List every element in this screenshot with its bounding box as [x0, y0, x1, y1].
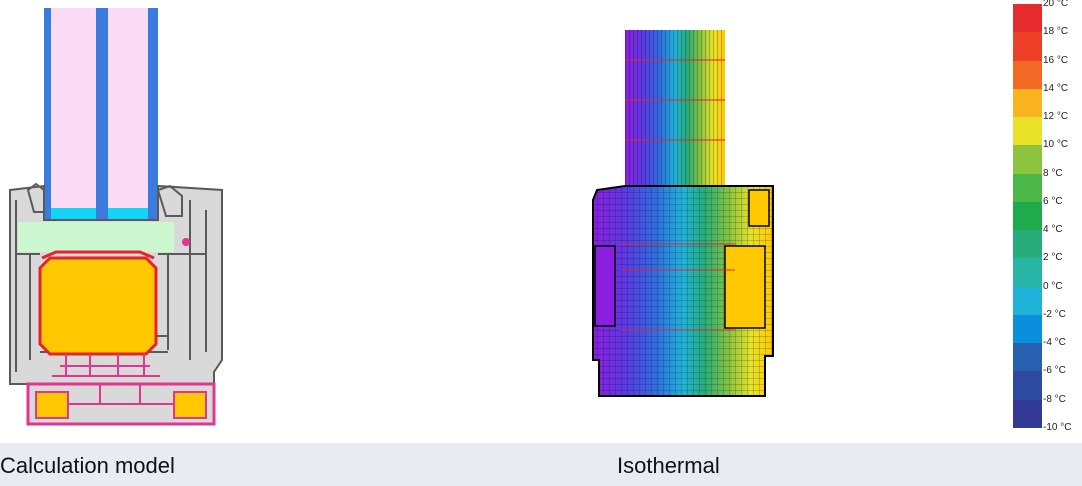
glass-edge-middle [96, 8, 108, 220]
legend-band [1013, 60, 1042, 90]
bottom-sill-chamber-left [35, 391, 69, 419]
legend-band [1013, 173, 1042, 203]
glass-pane-inner [108, 8, 148, 220]
legend-label: 0 °C [1043, 280, 1063, 292]
iso-red-isolines [621, 59, 735, 331]
bottom-sill-chamber-right [173, 391, 207, 419]
isothermal-diagram [592, 30, 774, 397]
legend-label: 12 °C [1043, 111, 1069, 123]
calculation-model-diagram [9, 8, 223, 426]
legend-band [1013, 4, 1042, 33]
legend-label: -10 °C [1043, 422, 1072, 433]
legend-label: -6 °C [1043, 365, 1066, 377]
gasket-band [18, 222, 174, 252]
steel-reinforcement [38, 256, 158, 356]
legend-label: 2 °C [1043, 252, 1063, 264]
legend-label: 10 °C [1043, 139, 1069, 151]
caption-bar [0, 443, 1082, 486]
legend-band [1013, 201, 1042, 231]
frame-left-clip [26, 182, 45, 213]
legend-label: 6 °C [1043, 195, 1063, 207]
glass-pane-outer [50, 8, 96, 220]
legend-band [1013, 88, 1042, 118]
legend-band [1013, 258, 1042, 288]
legend-label: 14 °C [1043, 82, 1069, 94]
legend-band [1013, 371, 1042, 401]
reinforcement-top-lip [41, 250, 155, 260]
bottom-sill-web [68, 384, 174, 405]
iso-warm-chamber-mid [724, 245, 766, 329]
warm-edge-spacer [51, 208, 96, 220]
caption-calculation-model: Calculation model [0, 453, 175, 478]
legend-label: 8 °C [1043, 167, 1063, 179]
caption-isothermal: Isothermal [617, 453, 720, 478]
legend-band [1013, 32, 1042, 62]
iso-warm-chamber-top [748, 189, 770, 227]
magenta-seal-right [182, 238, 190, 246]
legend-band [1013, 145, 1042, 175]
frame-right-clip [156, 184, 183, 217]
legend-band [1013, 399, 1042, 429]
temperature-color-legend: 20 °C 18 °C 16 °C 14 °C 12 °C 10 °C 8 °C 6 °C 4 … [1012, 0, 1082, 433]
legend-label: -4 °C [1043, 337, 1066, 349]
legend-band [1013, 117, 1042, 146]
iso-glass-mesh [625, 30, 725, 200]
magenta-connector-web [52, 354, 160, 377]
legend-label: -8 °C [1043, 393, 1066, 405]
legend-band [1013, 314, 1042, 344]
legend-label: 4 °C [1043, 224, 1063, 236]
glass-edge-right [148, 8, 158, 220]
iso-cold-chamber [594, 245, 616, 327]
legend-band [1013, 230, 1042, 259]
warm-edge-spacer-2 [108, 208, 148, 220]
legend-label: 16 °C [1043, 54, 1069, 66]
legend-band [1013, 286, 1042, 316]
legend-band [1013, 343, 1042, 372]
iso-frame-mesh [593, 186, 773, 396]
legend-label: 20 °C [1043, 0, 1069, 9]
glass-edge-left [44, 8, 51, 220]
legend-label: 18 °C [1043, 26, 1069, 38]
legend-label: -2 °C [1043, 308, 1066, 320]
